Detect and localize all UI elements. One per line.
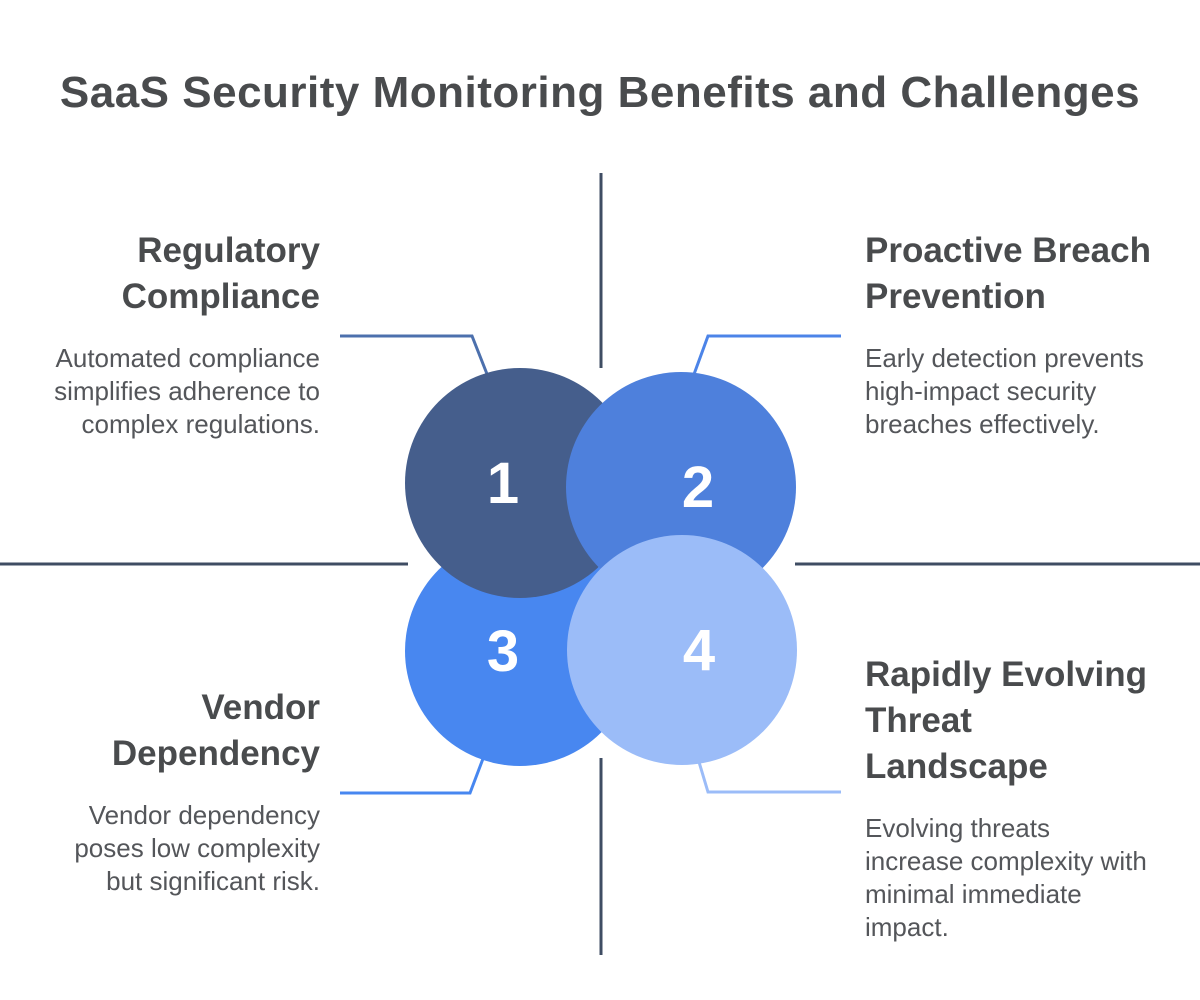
circle-4-number: 4 [682,617,716,683]
circle-1-number: 1 [486,450,520,516]
section-body: Automated compliance simplifies adherenc… [54,343,320,439]
connector-top-left [340,334,489,375]
section-heading: Regulatory Compliance [121,231,320,316]
section-rapidly-evolving-threat-landscape: Rapidly Evolving Threat Landscape Evolvi… [865,652,1175,944]
section-body: Evolving threats increase complexity wit… [865,813,1147,942]
connector-top-right [691,334,841,378]
section-regulatory-compliance: Regulatory Compliance Automated complian… [30,228,320,441]
section-body: Early detection prevents high-impact sec… [865,343,1144,439]
section-heading: Rapidly Evolving Threat Landscape [865,655,1147,786]
circle-2-number: 2 [681,454,715,520]
connector-bottom-right [697,761,841,794]
venn-circle-1: 1 [405,368,635,598]
section-heading: Proactive Breach Prevention [865,231,1151,316]
connector-bottom-left [340,755,486,795]
section-heading: Vendor Dependency [111,688,320,773]
section-body: Vendor dependency poses low complexity b… [74,800,320,896]
section-proactive-breach-prevention: Proactive Breach Prevention Early detect… [865,228,1175,441]
diagram-title: SaaS Security Monitoring Benefits and Ch… [59,68,1141,117]
venn-circle-4: 4 [567,535,797,765]
circle-3-number: 3 [486,618,520,684]
section-vendor-dependency: Vendor Dependency Vendor dependency pose… [30,685,320,898]
